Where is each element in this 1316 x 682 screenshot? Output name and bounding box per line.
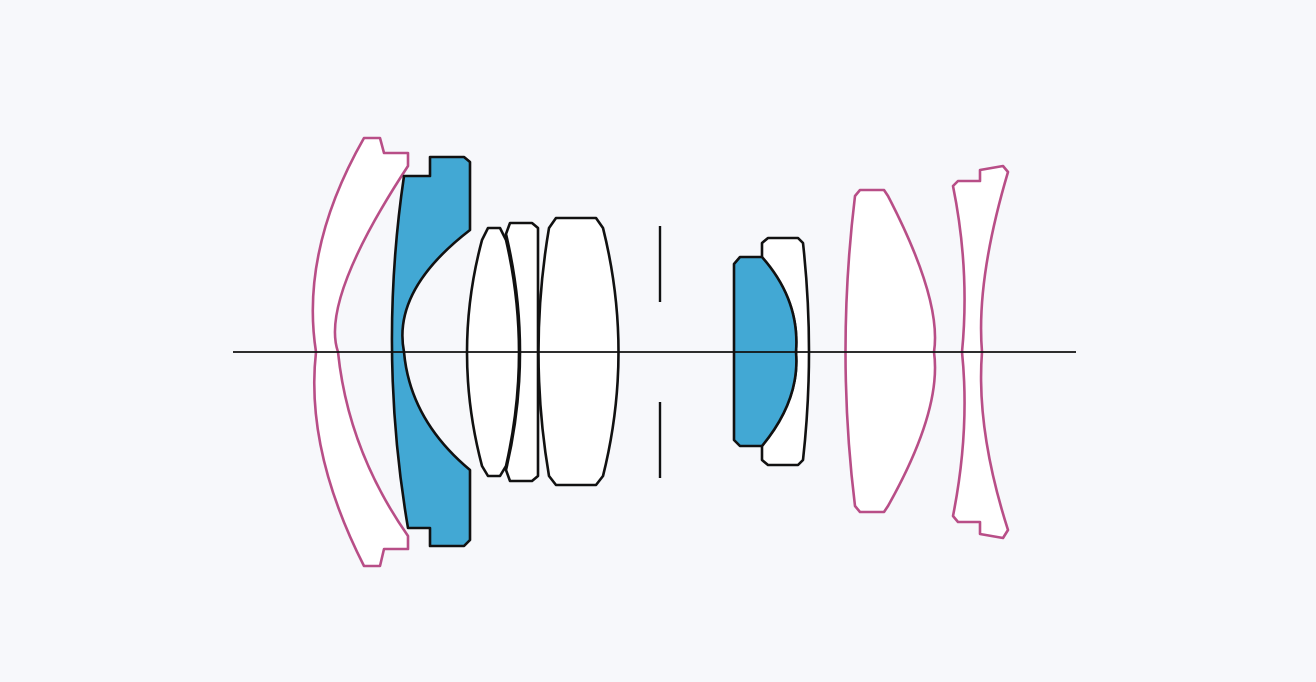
lens-element-8-aspherical (844, 188, 937, 514)
lens-element-2-special-glass (390, 155, 472, 548)
lens-element-1-aspherical (311, 136, 410, 568)
